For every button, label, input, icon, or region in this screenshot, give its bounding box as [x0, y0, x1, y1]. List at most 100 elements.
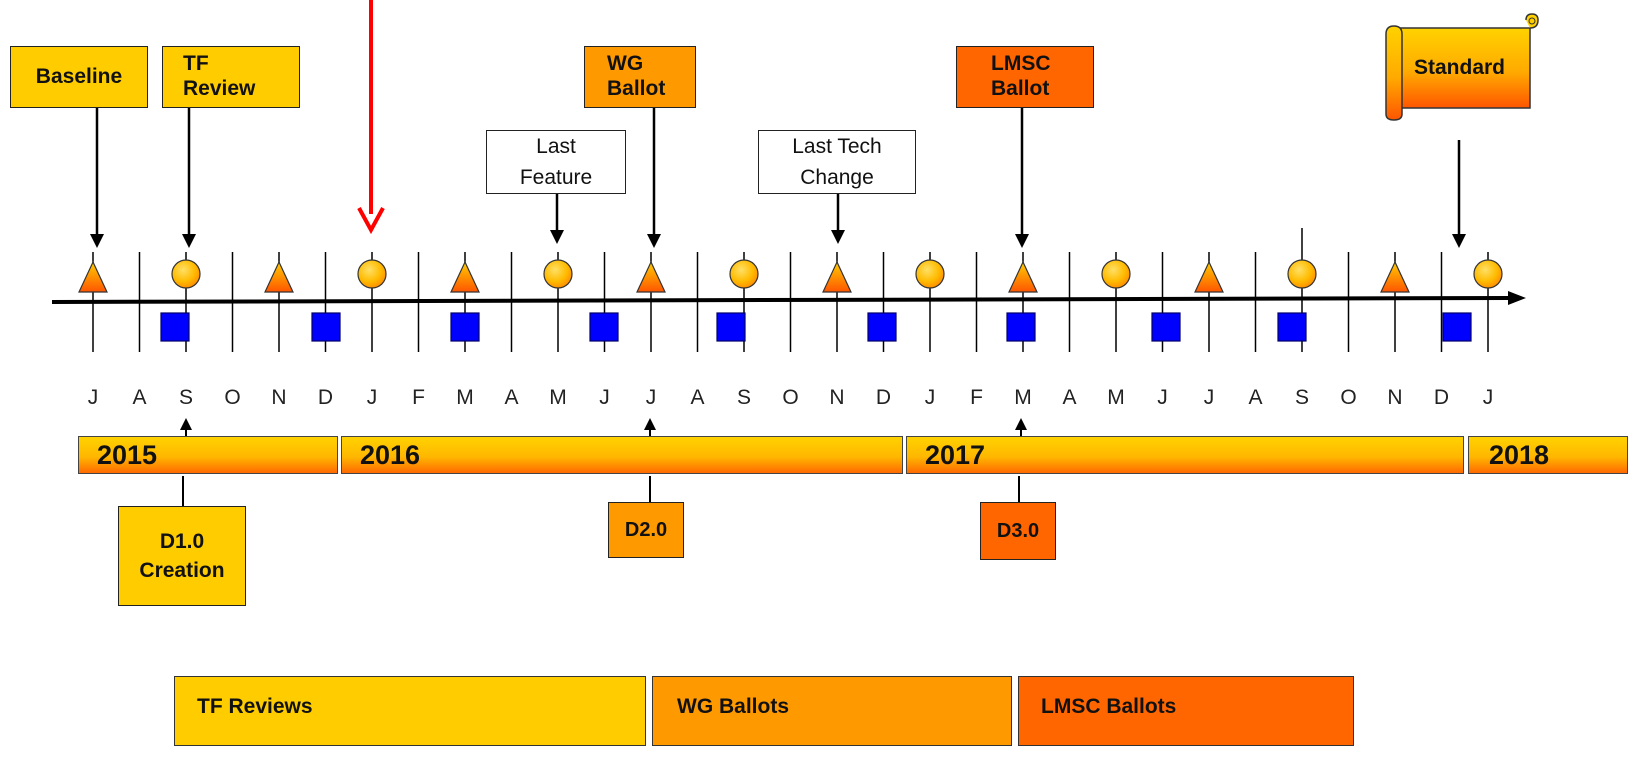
month-label: F	[970, 386, 983, 409]
month-label: A	[690, 386, 705, 409]
month-label: A	[1248, 386, 1263, 409]
year-label: 2017	[925, 439, 986, 470]
year-label: 2018	[1489, 439, 1550, 470]
wg-ballot-triangle-icon	[264, 260, 294, 293]
month-label: O	[224, 386, 241, 409]
last-feature-line1: Last	[536, 134, 576, 158]
timeline-axis	[51, 296, 1511, 304]
last-tech-change-line1: Last Tech	[792, 134, 882, 158]
tf-review-label-line2: Review	[183, 77, 256, 101]
month-label: M	[1014, 386, 1032, 409]
year-bar-2018: 2018	[1468, 436, 1628, 474]
lmsc-ballot-label-line1: LMSC	[991, 52, 1051, 75]
draft-square-icon	[589, 312, 619, 342]
month-label: J	[1203, 386, 1215, 409]
wg-ballot-box: WG Ballot	[584, 46, 696, 108]
last-tech-change-box: Last Tech Change	[758, 130, 916, 194]
wg-ballot-label-line1: WG	[607, 52, 644, 75]
red-current-arrow	[357, 0, 385, 235]
month-label: J	[599, 386, 610, 409]
tf-review-box: TF Review	[162, 46, 300, 108]
draft-square-icon	[1277, 312, 1307, 342]
month-label: D	[317, 386, 334, 409]
last-feature-line2: Feature	[519, 166, 593, 189]
legend-tf-reviews-label: TF Reviews	[197, 695, 313, 718]
draft-square-icon	[311, 312, 341, 342]
month-label: S	[736, 386, 751, 409]
wg-ballot-label-line2: Ballot	[607, 77, 666, 101]
standard-label: Standard	[1414, 56, 1506, 79]
month-label: D	[1433, 386, 1450, 409]
draft-square-icon	[1442, 312, 1472, 342]
draft-square-icon	[450, 312, 480, 342]
month-label: N	[271, 386, 287, 409]
draft-square-icon	[160, 312, 190, 342]
d3-box: D3.0	[980, 502, 1056, 560]
tf-review-circle-icon	[171, 259, 201, 289]
wg-ballot-triangle-icon	[822, 260, 852, 293]
draft-square-icon	[1151, 312, 1181, 342]
year-bar-2016: 2016	[341, 436, 903, 474]
wg-ballot-triangle-icon	[450, 260, 480, 293]
draft-square-icon	[1006, 312, 1036, 342]
d1-label-line1: D1.0	[159, 529, 205, 553]
lmsc-ballot-box: LMSC Ballot	[956, 46, 1094, 108]
draft-square-icon	[867, 312, 897, 342]
tf-review-circle-icon	[1287, 259, 1317, 289]
standard-scroll: Standard	[1380, 10, 1540, 122]
legend-tf-reviews: TF Reviews	[174, 676, 646, 746]
month-label: D	[875, 386, 892, 409]
lmsc-ballot-label-line2: Ballot	[991, 77, 1050, 101]
tf-review-label-line1: TF	[183, 52, 209, 75]
wg-ballot-triangle-icon	[78, 260, 108, 293]
review-markers	[78, 259, 1503, 293]
wg-ballot-triangle-icon	[1380, 260, 1410, 293]
baseline-label: Baseline	[35, 65, 123, 88]
legend-lmsc-ballots-label: LMSC Ballots	[1041, 695, 1177, 718]
month-label: S	[1294, 386, 1309, 409]
last-tech-change-line2: Change	[800, 166, 874, 189]
legend-lmsc-ballots: LMSC Ballots	[1018, 676, 1354, 746]
month-label: J	[924, 386, 936, 409]
last-feature-box: Last Feature	[486, 130, 626, 194]
month-label: N	[829, 386, 845, 409]
month-label: J	[87, 386, 99, 409]
month-label: M	[1107, 386, 1125, 409]
draft-squares	[160, 312, 1472, 342]
year-label: 2015	[97, 439, 158, 470]
tf-review-circle-icon	[543, 259, 573, 289]
d1-label-line2: Creation	[139, 559, 225, 582]
tf-review-circle-icon	[729, 259, 759, 289]
tf-review-circle-icon	[357, 259, 387, 289]
month-label: A	[132, 386, 147, 409]
d2-label: D2.0	[624, 518, 668, 541]
wg-ballot-triangle-icon	[636, 260, 666, 293]
baseline-box: Baseline	[10, 46, 148, 108]
draft-square-icon	[716, 312, 746, 342]
year-bar-2015: 2015	[78, 436, 338, 474]
d3-label: D3.0	[996, 519, 1040, 542]
month-ticks	[92, 228, 1489, 352]
tf-review-circle-icon	[915, 259, 945, 289]
month-label: M	[549, 386, 567, 409]
legend-wg-ballots-label: WG Ballots	[677, 695, 790, 718]
d1-creation-box: D1.0 Creation	[118, 506, 246, 606]
month-label: N	[1387, 386, 1403, 409]
month-label: J	[1482, 386, 1494, 409]
month-label: M	[456, 386, 474, 409]
scroll-icon	[1385, 13, 1539, 121]
tf-review-circle-icon	[1101, 259, 1131, 289]
month-label: J	[645, 386, 657, 409]
tf-review-circle-icon	[1473, 259, 1503, 289]
milestone-arrows	[90, 108, 1466, 248]
month-label: J	[366, 386, 378, 409]
d2-box: D2.0	[608, 502, 684, 558]
month-label: S	[178, 386, 193, 409]
wg-ballot-triangle-icon	[1008, 260, 1038, 293]
month-label: O	[782, 386, 799, 409]
year-bar-2017: 2017	[906, 436, 1464, 474]
year-label: 2016	[360, 439, 421, 470]
month-label: A	[504, 386, 519, 409]
month-label: A	[1062, 386, 1077, 409]
